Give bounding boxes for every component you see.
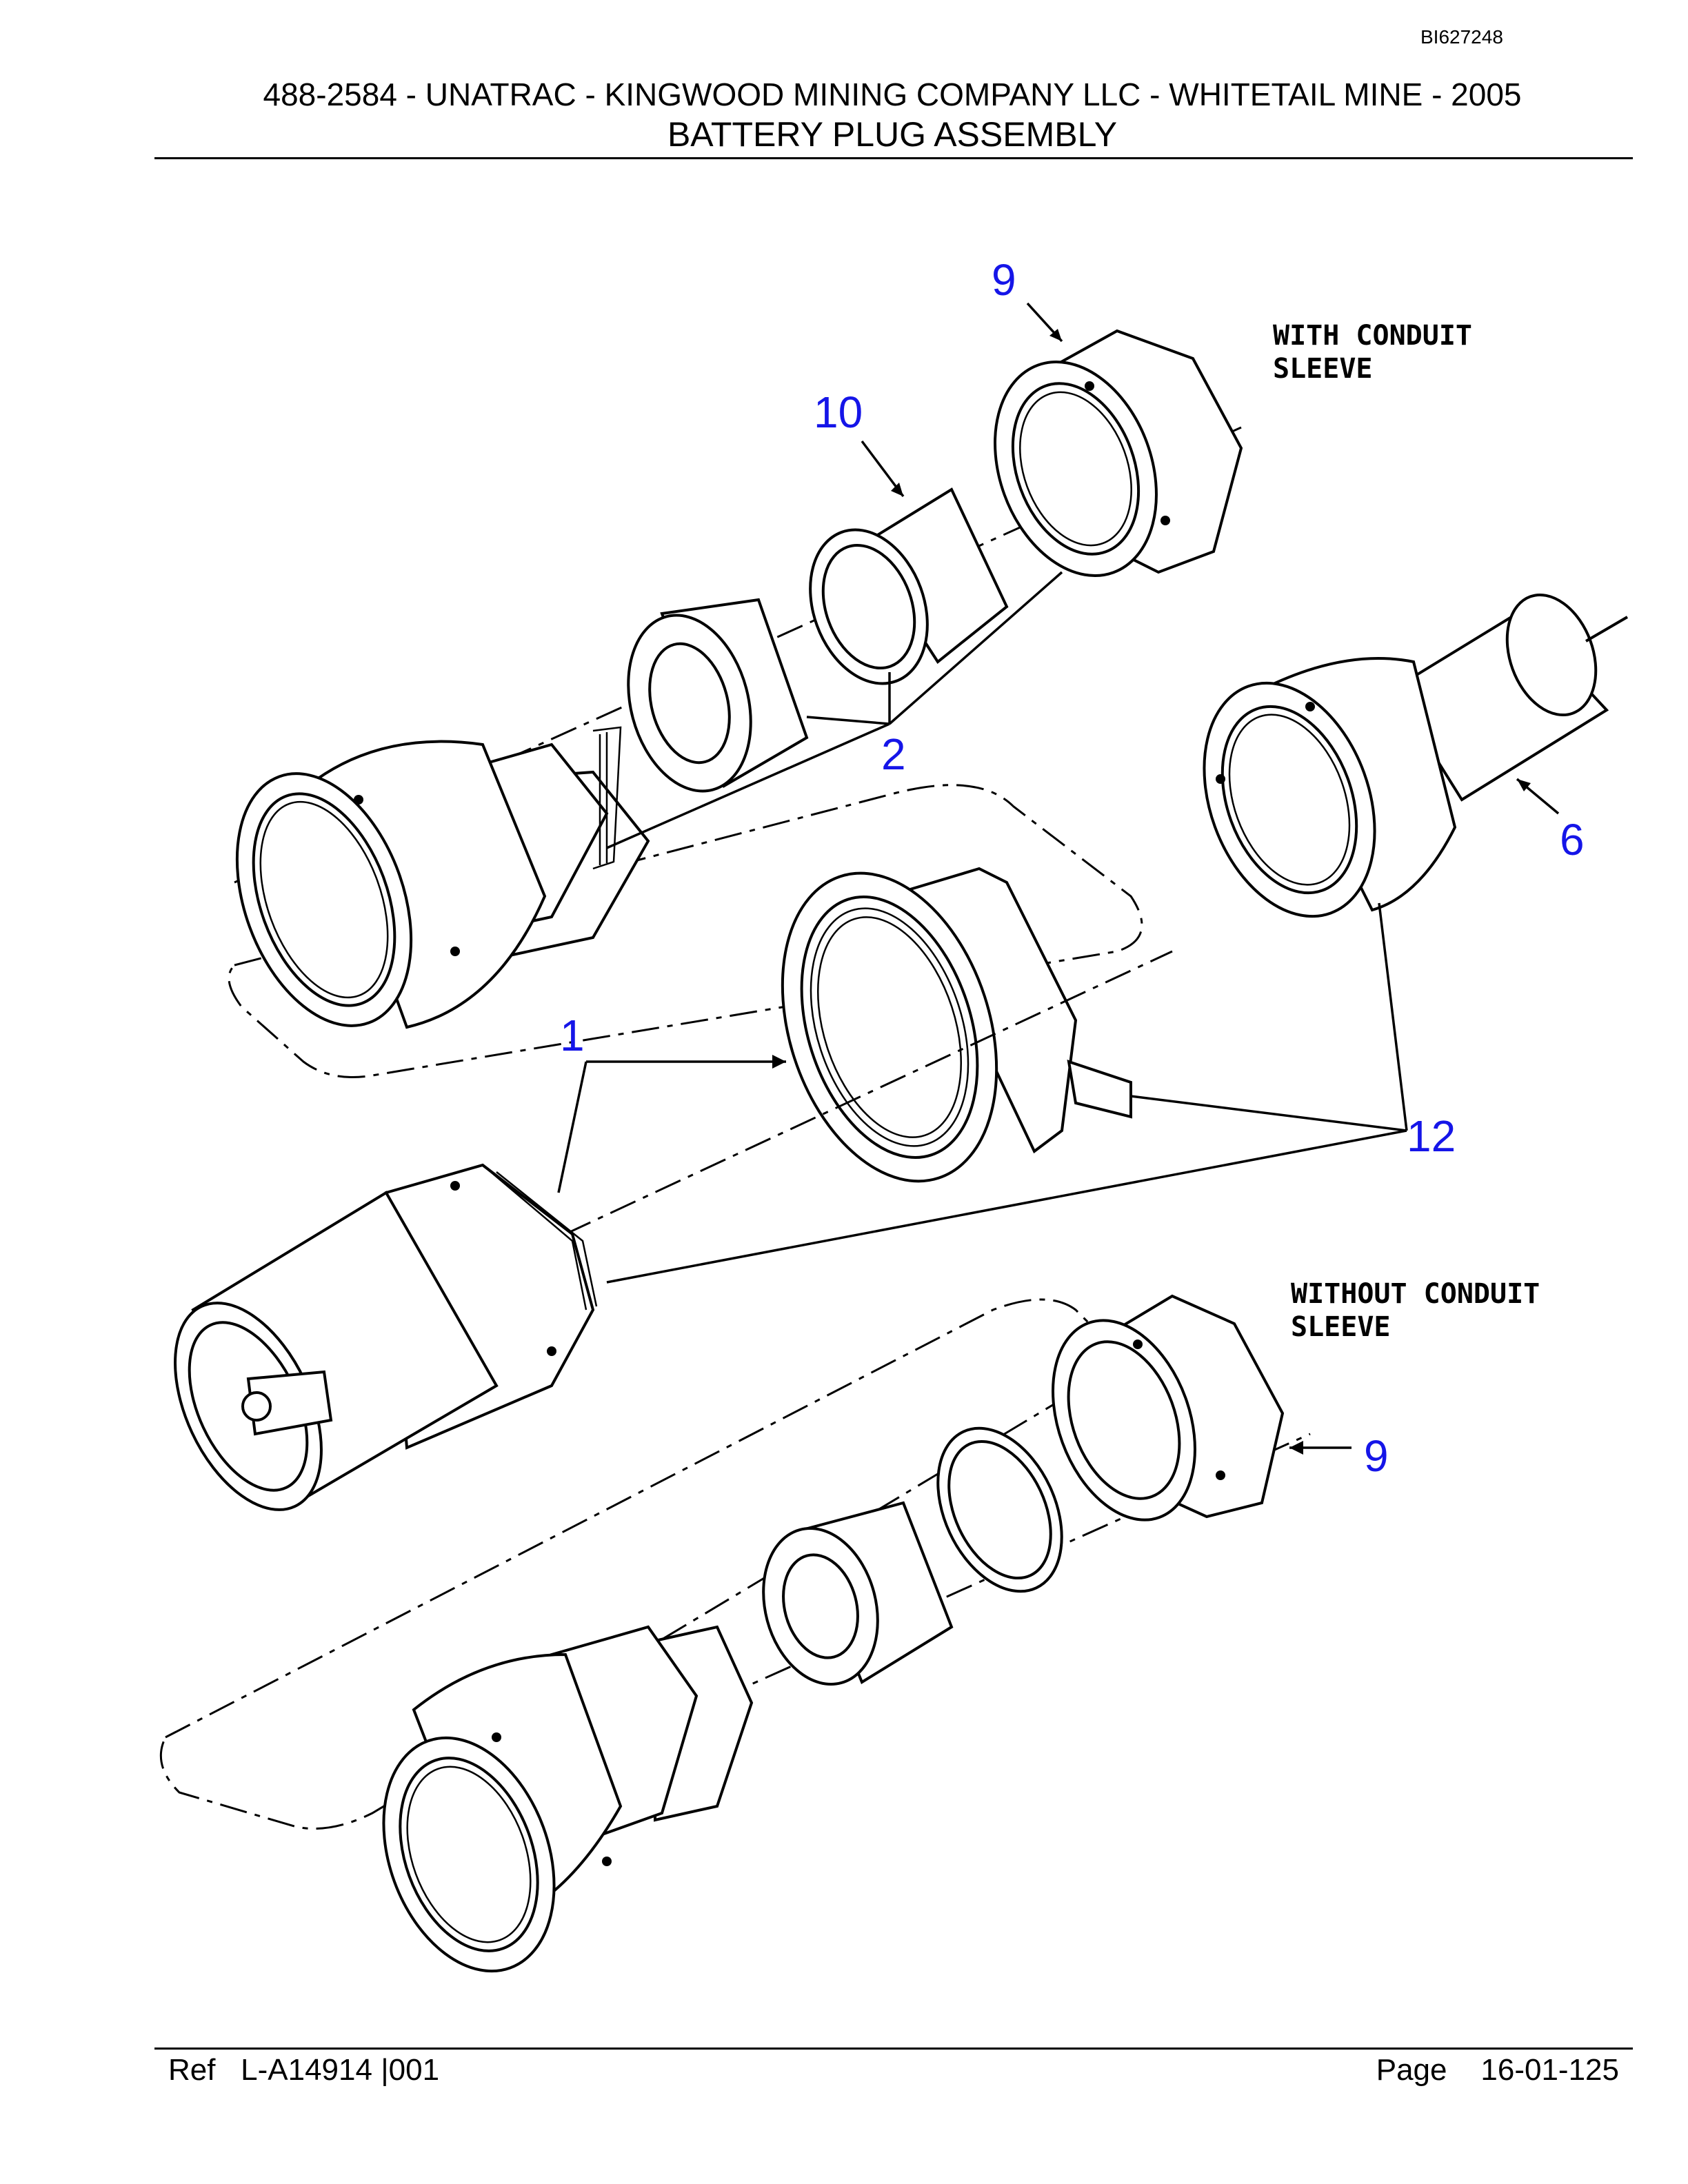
upper-group-outline (228, 784, 1143, 1078)
callout-1: 1 (560, 1011, 585, 1060)
footer-reference: Ref L-A14914 |001 (168, 2053, 440, 2087)
conduit-sleeve (809, 487, 1009, 685)
with-conduit-note-line1: WITH CONDUIT (1273, 320, 1472, 352)
callout-6: 6 (1560, 815, 1585, 865)
without-conduit-note-line1: WITHOUT CONDUIT (1291, 1278, 1540, 1310)
assembly-title: BATTERY PLUG ASSEMBLY (667, 115, 1118, 154)
callout-2: 2 (881, 729, 906, 779)
upper-hex-nut (994, 329, 1243, 577)
coupling-ring (781, 867, 1132, 1183)
document-id: BI627248 (1420, 26, 1503, 48)
leader-lines (557, 302, 1560, 1455)
with-conduit-note-line2: SLEEVE (1273, 353, 1373, 385)
callout-9-bottom: 9 (1364, 1431, 1389, 1481)
upper-adapter (235, 726, 650, 1029)
footer-page-number: Page 16-01-125 (1376, 2053, 1619, 2087)
page-title: 488-2584 - UNATRAC - KINGWOOD MINING COM… (263, 77, 1522, 112)
footer-rule (154, 2048, 1633, 2050)
header-rule (154, 157, 1633, 159)
callout-10: 10 (814, 387, 863, 437)
callout-12: 12 (1407, 1111, 1456, 1161)
upper-assembly (228, 329, 1629, 1183)
plug-body (174, 950, 1173, 1511)
cable-receptacle (1203, 593, 1629, 918)
callout-9-top: 9 (992, 255, 1016, 305)
upper-sleeve (627, 598, 809, 793)
lower-assembly (159, 1294, 1311, 1973)
without-conduit-note-line2: SLEEVE (1291, 1311, 1391, 1343)
